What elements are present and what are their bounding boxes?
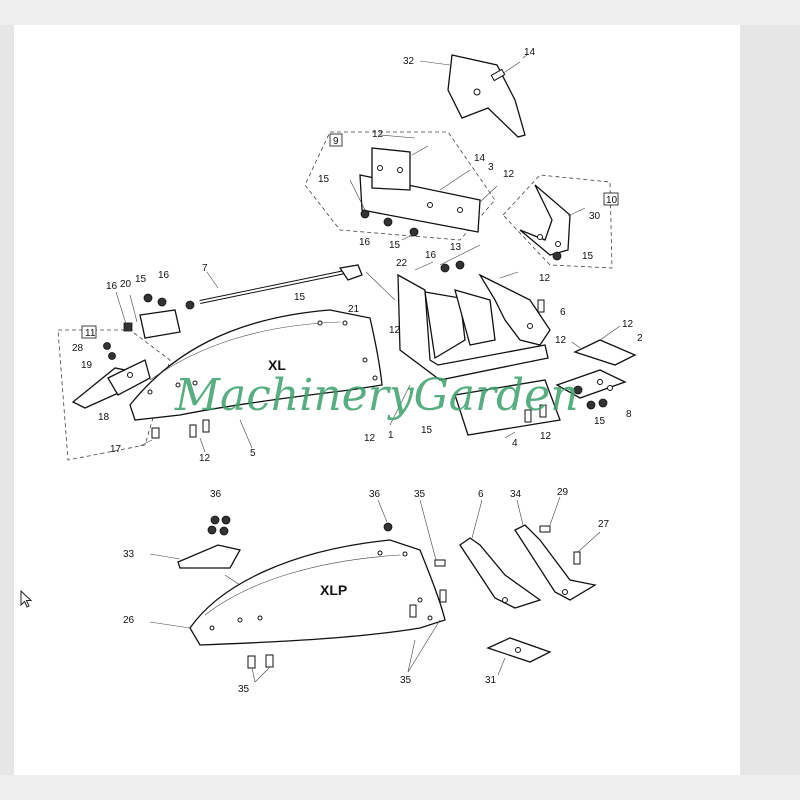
label-34: 34 bbox=[510, 489, 522, 500]
label-33: 33 bbox=[123, 549, 135, 560]
label-13: 13 bbox=[450, 242, 462, 253]
label-20: 20 bbox=[120, 279, 132, 290]
label-16c: 16 bbox=[158, 270, 170, 281]
part-6-shin bbox=[478, 271, 551, 346]
part-10-wing-share bbox=[519, 184, 586, 261]
label-4: 4 bbox=[512, 438, 518, 449]
label-19: 19 bbox=[81, 360, 93, 371]
label-27: 27 bbox=[598, 519, 610, 530]
label-15d: 15 bbox=[135, 274, 147, 285]
label-35a: 35 bbox=[414, 489, 426, 500]
label-36b: 36 bbox=[369, 489, 381, 500]
label-35b: 35 bbox=[238, 684, 250, 695]
label-6a: 6 bbox=[560, 307, 566, 318]
label-12a: 12 bbox=[372, 129, 384, 140]
label-21: 21 bbox=[348, 304, 360, 315]
label-28: 28 bbox=[72, 343, 84, 354]
label-17: 17 bbox=[110, 444, 122, 455]
part-34-shin bbox=[514, 496, 601, 601]
watermark-logo: MachineryGarden bbox=[174, 370, 579, 421]
group-9-dashed-frame bbox=[304, 131, 496, 241]
label-12i: 12 bbox=[540, 431, 552, 442]
part-2-share-point bbox=[555, 325, 637, 410]
part-26-mouldboard-xlp bbox=[149, 539, 446, 646]
part-3-bracket bbox=[359, 147, 481, 237]
part-14-bolt-top bbox=[490, 53, 529, 82]
label-12d: 12 bbox=[389, 325, 401, 336]
part-31-share bbox=[486, 637, 552, 676]
bolts-below-mouldboard bbox=[139, 419, 253, 453]
bolts-near-part-3 bbox=[349, 134, 498, 241]
label-30: 30 bbox=[589, 211, 601, 222]
label-15g: 15 bbox=[594, 416, 606, 427]
label-12c: 12 bbox=[539, 273, 551, 284]
label-12b: 12 bbox=[503, 169, 515, 180]
label-1: 1 bbox=[388, 430, 394, 441]
label-3: 3 bbox=[488, 162, 494, 173]
label-5: 5 bbox=[250, 448, 256, 459]
label-2: 2 bbox=[637, 333, 643, 344]
label-16a: 16 bbox=[359, 237, 371, 248]
label-9: 9 bbox=[333, 136, 339, 147]
label-15c: 15 bbox=[582, 251, 594, 262]
bolts-xlp bbox=[247, 499, 447, 683]
label-16d: 16 bbox=[106, 281, 118, 292]
part-4-landside bbox=[454, 379, 561, 439]
group-11-dashed-frame bbox=[57, 325, 171, 461]
label-14b: 14 bbox=[474, 153, 486, 164]
part-6-shin-lower bbox=[459, 499, 542, 609]
callout-labels: 32 14 9 12 14 3 12 15 16 15 10 30 15 13 … bbox=[72, 47, 643, 695]
part-18-small-share bbox=[71, 342, 151, 409]
label-11: 11 bbox=[85, 328, 96, 339]
label-12f: 12 bbox=[555, 335, 567, 346]
label-6b: 6 bbox=[478, 489, 484, 500]
label-15f: 15 bbox=[421, 425, 433, 436]
part-32-plate bbox=[419, 54, 526, 138]
label-8: 8 bbox=[626, 409, 632, 420]
label-36a: 36 bbox=[210, 489, 222, 500]
part-20-bracket bbox=[115, 291, 195, 339]
label-18: 18 bbox=[98, 412, 110, 423]
label-15e: 15 bbox=[294, 292, 306, 303]
label-32: 32 bbox=[403, 56, 415, 67]
group-10-dashed-frame bbox=[502, 174, 619, 269]
label-16b: 16 bbox=[425, 250, 437, 261]
label-29: 29 bbox=[557, 487, 569, 498]
assembly-name-xl: XL bbox=[268, 357, 286, 373]
label-22: 22 bbox=[396, 258, 408, 269]
label-12h: 12 bbox=[364, 433, 376, 444]
label-7: 7 bbox=[202, 263, 208, 274]
label-15a: 15 bbox=[318, 174, 330, 185]
part-5-mouldboard-xl bbox=[129, 309, 383, 421]
right-sidebar bbox=[740, 25, 800, 775]
label-10: 10 bbox=[606, 195, 618, 206]
label-12g: 12 bbox=[199, 453, 211, 464]
assembly-name-xlp: XLP bbox=[320, 582, 347, 598]
label-31: 31 bbox=[485, 675, 497, 686]
label-15b: 15 bbox=[389, 240, 401, 251]
part-33-plate bbox=[149, 515, 241, 586]
label-35c: 35 bbox=[400, 675, 412, 686]
part-1-frog bbox=[365, 244, 549, 426]
part-7-rod bbox=[199, 264, 363, 304]
label-26: 26 bbox=[123, 615, 135, 626]
arrow-cursor-icon bbox=[20, 590, 33, 608]
left-sidebar bbox=[0, 25, 14, 775]
label-14a: 14 bbox=[524, 47, 536, 58]
label-12e: 12 bbox=[622, 319, 634, 330]
